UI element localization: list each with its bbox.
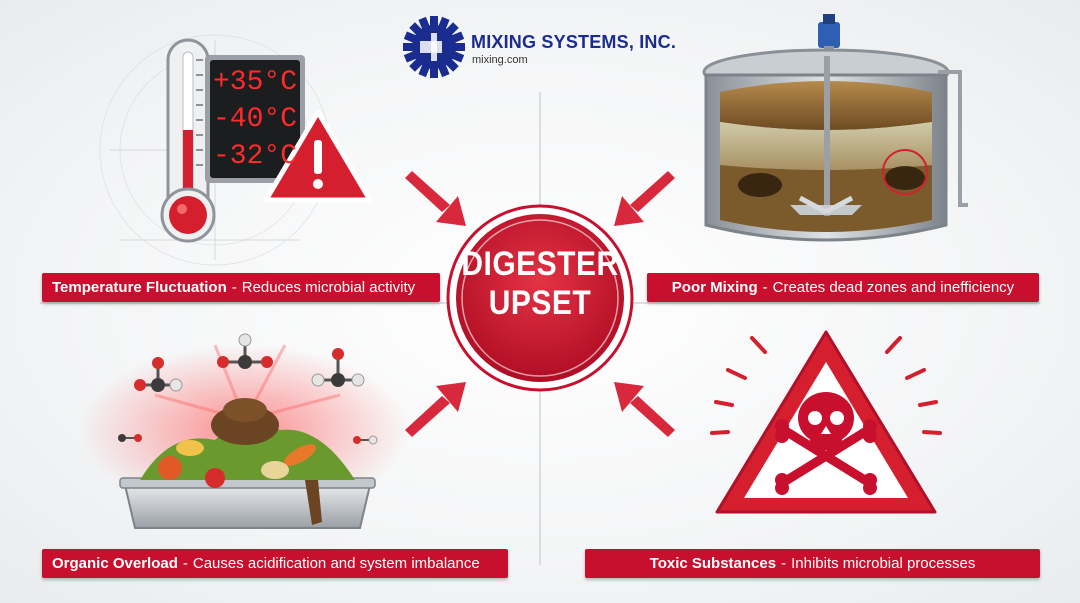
cause-title: Organic Overload	[52, 555, 178, 572]
warning-triangle-icon	[263, 109, 373, 203]
label-poor-mixing: Poor Mixing-Creates dead zones and ineff…	[647, 273, 1039, 302]
temperature-display	[205, 55, 305, 183]
cause-title: Temperature Fluctuation	[52, 279, 227, 296]
center-title: DIGESTER UPSET	[440, 245, 640, 323]
company-url[interactable]: mixing.com	[472, 54, 528, 66]
skull-warning-icon	[710, 330, 942, 514]
reading-2: -40°C	[212, 104, 297, 135]
arrow-top-right	[614, 171, 675, 226]
cause-desc: Creates dead zones and inefficiency	[772, 279, 1015, 296]
cause-desc: Reduces microbial activity	[241, 279, 416, 296]
cause-title: Poor Mixing	[671, 279, 758, 296]
digester-tank-icon	[702, 14, 968, 242]
arrow-bottom-left	[405, 382, 466, 437]
center-circle	[446, 204, 634, 392]
arrows	[405, 171, 675, 437]
cause-title: Toxic Substances	[649, 555, 777, 572]
center-title-line2: UPSET	[488, 284, 592, 322]
reading-3: -32°C	[212, 141, 297, 172]
gear-logo-icon	[403, 16, 465, 78]
cause-desc: Inhibits microbial processes	[791, 555, 976, 572]
company-name: MIXING SYSTEMS, INC.	[471, 32, 677, 52]
label-temperature-fluctuation: Temperature Fluctuation-Reduces microbia…	[42, 273, 440, 302]
label-organic-overload: Organic Overload-Causes acidification an…	[42, 549, 508, 578]
arrow-bottom-right	[614, 382, 675, 437]
organic-waste-icon	[80, 344, 410, 529]
arrow-top-left	[405, 171, 466, 226]
cause-desc: Causes acidification and system imbalanc…	[192, 555, 480, 572]
thermometer-icon	[99, 34, 331, 266]
temperature-readings: +35°C -40°C -32°C	[212, 64, 298, 175]
reading-1: +35°C	[212, 67, 297, 98]
center-title-line1: DIGESTER	[461, 244, 619, 283]
label-toxic-substances: Toxic Substances-Inhibits microbial proc…	[585, 549, 1040, 578]
molecule-icons	[118, 333, 378, 445]
